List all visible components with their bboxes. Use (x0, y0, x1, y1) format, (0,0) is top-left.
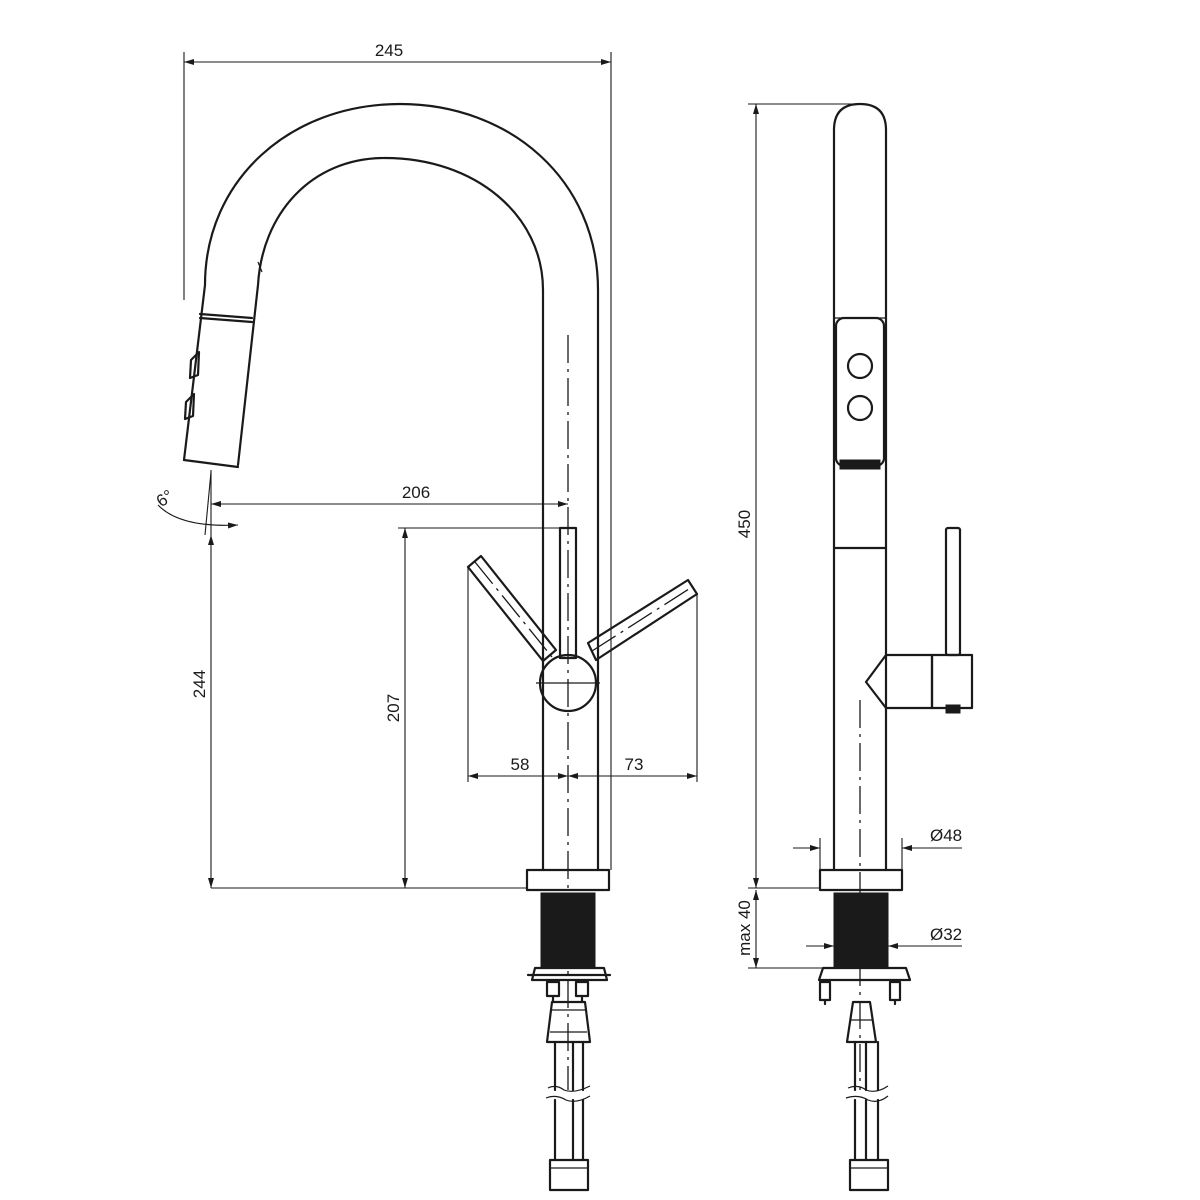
spray-button-upper (188, 350, 201, 380)
spray-button-1 (846, 352, 874, 380)
spout-inner-line (236, 156, 545, 872)
side-view (817, 102, 974, 1192)
dimension-thread-diameter: Ø32 (930, 925, 962, 944)
handle-cap-side (930, 653, 974, 710)
dimension-body-diameter: Ø48 (930, 826, 962, 845)
spray-button-panel (834, 316, 886, 468)
side-base-flange (818, 868, 904, 892)
front-dimensions: 245 206 6° 244 207 58 73 (153, 41, 698, 889)
dimension-total-height: 450 (735, 510, 754, 538)
dimension-max-thickness: max 40 (735, 900, 754, 956)
front-view (182, 102, 699, 1192)
dimension-overall-width: 245 (375, 41, 403, 60)
handle-lever-left (466, 554, 558, 663)
threaded-shank (540, 892, 596, 969)
handle-body-side (864, 653, 934, 710)
spout-outer-line (182, 102, 600, 872)
side-supply-hoses (845, 1040, 890, 1192)
side-mounting-plate (817, 966, 912, 982)
dimension-handle-left: 58 (511, 755, 530, 774)
dimension-spout-reach: 206 (402, 483, 430, 502)
handle-lever-side (944, 526, 962, 657)
dimension-tilt-angle: 6° (153, 486, 177, 511)
spray-outlet (182, 458, 240, 469)
spray-outlet-side (839, 459, 881, 470)
dimension-spout-height: 244 (190, 670, 209, 698)
spray-button-lower (183, 392, 196, 421)
spray-button-2 (846, 394, 874, 422)
dimension-handle-height: 207 (384, 694, 403, 722)
side-fixing-nut (845, 1000, 878, 1044)
fixing-nut (545, 1000, 592, 1044)
spray-head-band (198, 312, 254, 320)
side-mounting-bolts (818, 980, 902, 1006)
side-threaded-shank (833, 892, 889, 969)
base-flange (525, 868, 611, 892)
handle-lever-right (586, 578, 699, 662)
side-dimensions: 450 max 40 Ø48 Ø32 (735, 103, 962, 969)
dimension-handle-right: 73 (625, 755, 644, 774)
supply-hoses (545, 1040, 591, 1192)
